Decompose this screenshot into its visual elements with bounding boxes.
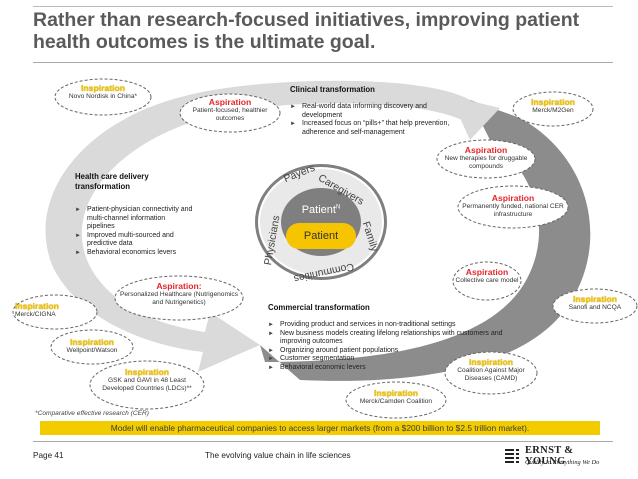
healthcare-bullets: Patient-physician connectivity and multi… [75, 206, 193, 258]
logo-mark-icon [505, 447, 519, 465]
asp-therapies: Aspiration New therapies for druggable c… [440, 146, 532, 171]
clinical-bullets: Real-world data informing discovery and … [290, 103, 455, 137]
bubble-asp-funded [457, 185, 569, 229]
clinical-bullet: Real-world data informing discovery and … [290, 103, 455, 120]
asp-funded-title: Aspiration [491, 193, 535, 203]
insp-novo-title: Inspiration [81, 83, 125, 93]
healthcare-bullet: Improved multi-sourced and predictive da… [75, 232, 193, 249]
insp-camden-text: Merck/Camden Coalition [359, 398, 433, 405]
footer-rule [33, 441, 613, 442]
insp-merck-m2gen-text: Merck/M2Gen [532, 107, 574, 114]
patient-n-label: PatientN [296, 204, 346, 216]
bubble-insp-wellpoint [50, 329, 134, 365]
bubble-asp-patient [179, 93, 281, 133]
insp-wellpoint: Inspiration Wellpoint/Watson [54, 338, 130, 355]
commercial-bullet: Organizing around patient populations [268, 347, 508, 356]
bubble-insp-merck-cigna [12, 294, 98, 330]
commercial-bullets: Providing product and services in non-tr… [268, 321, 508, 373]
asp-patient: Aspiration Patient-focused, healthier ou… [182, 98, 278, 123]
commercial-bullet: Behavioral economic levers [268, 364, 508, 373]
insp-merck-cigna-title: Inspiration [15, 301, 59, 311]
asp-therapies-text: New therapies for druggable compounds [444, 155, 528, 170]
insp-camd-title: Inspiration [469, 357, 513, 367]
asp-collective: Aspiration Collective care model [455, 268, 519, 285]
commercial-bullet: New business models creating lifelong re… [268, 330, 508, 347]
commercial-bullet: Customer segmentation [268, 355, 508, 364]
insp-merck-m2gen: Inspiration Merck/M2Gen [515, 98, 591, 115]
footnote: *Comparative effective research (CER) [35, 410, 149, 417]
bubble-asp-therapies [436, 139, 536, 179]
logo-name: ERNST & YOUNG [525, 445, 574, 467]
insp-wellpoint-text: Wellpoint/Watson [66, 347, 118, 354]
insp-camden: Inspiration Merck/Camden Coalition [350, 389, 442, 406]
asp-personalized-title: Aspiration: [156, 281, 202, 291]
patient-n-text: Patient [301, 204, 336, 216]
ernst-young-logo: ERNST & YOUNG Quality In Everything We D… [505, 445, 615, 471]
insp-sanofi-text: Sanofi and NCQA [568, 304, 622, 311]
bubble-insp-merck-m2gen [512, 91, 594, 127]
patient-oval: Patient [286, 223, 356, 249]
insp-novo-text: Novo Nordisk in China* [68, 93, 138, 100]
insp-merck-m2gen-title: Inspiration [531, 97, 575, 107]
insp-novo: Inspiration Novo Nordisk in China* [55, 84, 151, 101]
insp-sanofi-title: Inspiration [573, 294, 617, 304]
top-rule [33, 6, 613, 7]
page-number: Page 41 [33, 451, 64, 460]
asp-personalized-text: Personalized Healthcare (Nutrigenomics a… [119, 291, 238, 306]
bubble-insp-novo [54, 78, 152, 116]
asp-collective-title: Aspiration [465, 267, 509, 277]
insp-gsk-text: GSK and GAVI in 48 Least Developed Count… [102, 377, 192, 392]
insp-gsk-title: Inspiration [125, 367, 169, 377]
bubble-insp-gsk [89, 360, 205, 410]
healthcare-bullet: Behavioral economics levers [75, 249, 193, 258]
insp-merck-cigna: Inspiration Merck/CIGNA [15, 302, 95, 319]
insp-camden-title: Inspiration [374, 388, 418, 398]
bubble-asp-collective [452, 261, 522, 301]
patient-n-sup: N [335, 204, 341, 211]
page-title: Rather than research-focused initiatives… [33, 9, 580, 53]
asp-collective-text: Collective care model [455, 277, 519, 284]
cycle-arrow-dark [260, 100, 591, 381]
asp-funded: Aspiration Permanently funded, national … [462, 194, 564, 219]
cycle-arrowhead-top [450, 96, 500, 140]
insp-camd-text: Coalition Against Major Diseases (CAMD) [457, 367, 525, 382]
insp-merck-cigna-text: Merck/CIGNA [15, 311, 56, 318]
insp-camd: Inspiration Coalition Against Major Dise… [448, 358, 534, 383]
bottom-banner: Model will enable pharmaceutical compani… [40, 421, 600, 435]
asp-patient-title: Aspiration [208, 97, 252, 107]
bubble-insp-sanofi [552, 288, 638, 324]
asp-patient-text: Patient-focused, healthier outcomes [192, 107, 268, 122]
bubble-asp-personalized [114, 275, 244, 321]
insp-wellpoint-title: Inspiration [70, 337, 114, 347]
commercial-bullet: Providing product and services in non-tr… [268, 321, 508, 330]
asp-personalized: Aspiration: Personalized Healthcare (Nut… [117, 282, 241, 307]
healthcare-bullet: Patient-physician connectivity and multi… [75, 206, 193, 232]
bubble-insp-camden [345, 381, 447, 419]
logo-tagline: Quality In Everything We Do [525, 459, 600, 466]
title-underline [33, 62, 613, 63]
asp-funded-text: Permanently funded, national CER infrast… [462, 203, 564, 218]
clinical-heading: Clinical transformation [290, 85, 375, 94]
footer-subtitle: The evolving value chain in life science… [205, 451, 351, 460]
commercial-heading: Commercial transformation [268, 303, 370, 312]
insp-gsk: Inspiration GSK and GAVI in 48 Least Dev… [97, 368, 197, 393]
clinical-bullet: Increased focus on “pills+” that help pr… [290, 120, 455, 137]
insp-sanofi: Inspiration Sanofi and NCQA [555, 295, 635, 312]
healthcare-heading: Health care delivery transformation [75, 172, 149, 191]
asp-therapies-title: Aspiration [464, 145, 508, 155]
